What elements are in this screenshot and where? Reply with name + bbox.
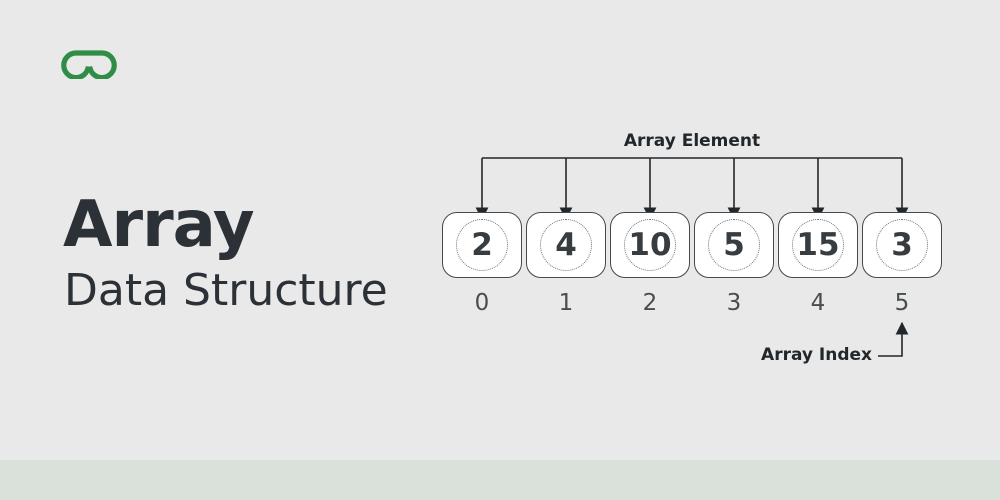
array-cell: 3 [862, 212, 942, 278]
cell-value: 3 [891, 226, 913, 263]
gg-logo-glyph [61, 50, 117, 81]
array-cell: 2 [442, 212, 522, 278]
array-element-label: Array Element [623, 131, 761, 151]
array-index-label: Array Index [761, 345, 872, 365]
array-cell: 5 [694, 212, 774, 278]
index-value: 0 [474, 290, 490, 316]
element-bracket-arrows [475, 157, 909, 221]
dotted-circle: 15 [792, 219, 844, 271]
dotted-circle: 5 [708, 219, 760, 271]
index-value: 1 [558, 290, 574, 316]
index-value: 2 [642, 290, 658, 316]
footer-band [0, 460, 1000, 500]
geeksforgeeks-logo-icon [60, 45, 118, 81]
cell-value: 15 [796, 226, 840, 263]
cell-value: 4 [555, 226, 577, 263]
cell-value: 5 [723, 226, 745, 263]
dotted-circle: 10 [624, 219, 676, 271]
index-value: 3 [726, 290, 742, 316]
index-pointer-arrow [878, 321, 909, 357]
index-value: 5 [894, 290, 910, 316]
dotted-circle: 2 [456, 219, 508, 271]
page-subtitle: Data Structure [64, 265, 388, 316]
cell-value: 2 [471, 226, 493, 263]
array-cell: 4 [526, 212, 606, 278]
dotted-circle: 4 [540, 219, 592, 271]
array-cell: 10 [610, 212, 690, 278]
dotted-circle: 3 [876, 219, 928, 271]
page-title: Array [63, 188, 255, 262]
array-cell: 15 [778, 212, 858, 278]
index-value: 4 [810, 290, 826, 316]
cell-value: 10 [628, 226, 672, 263]
